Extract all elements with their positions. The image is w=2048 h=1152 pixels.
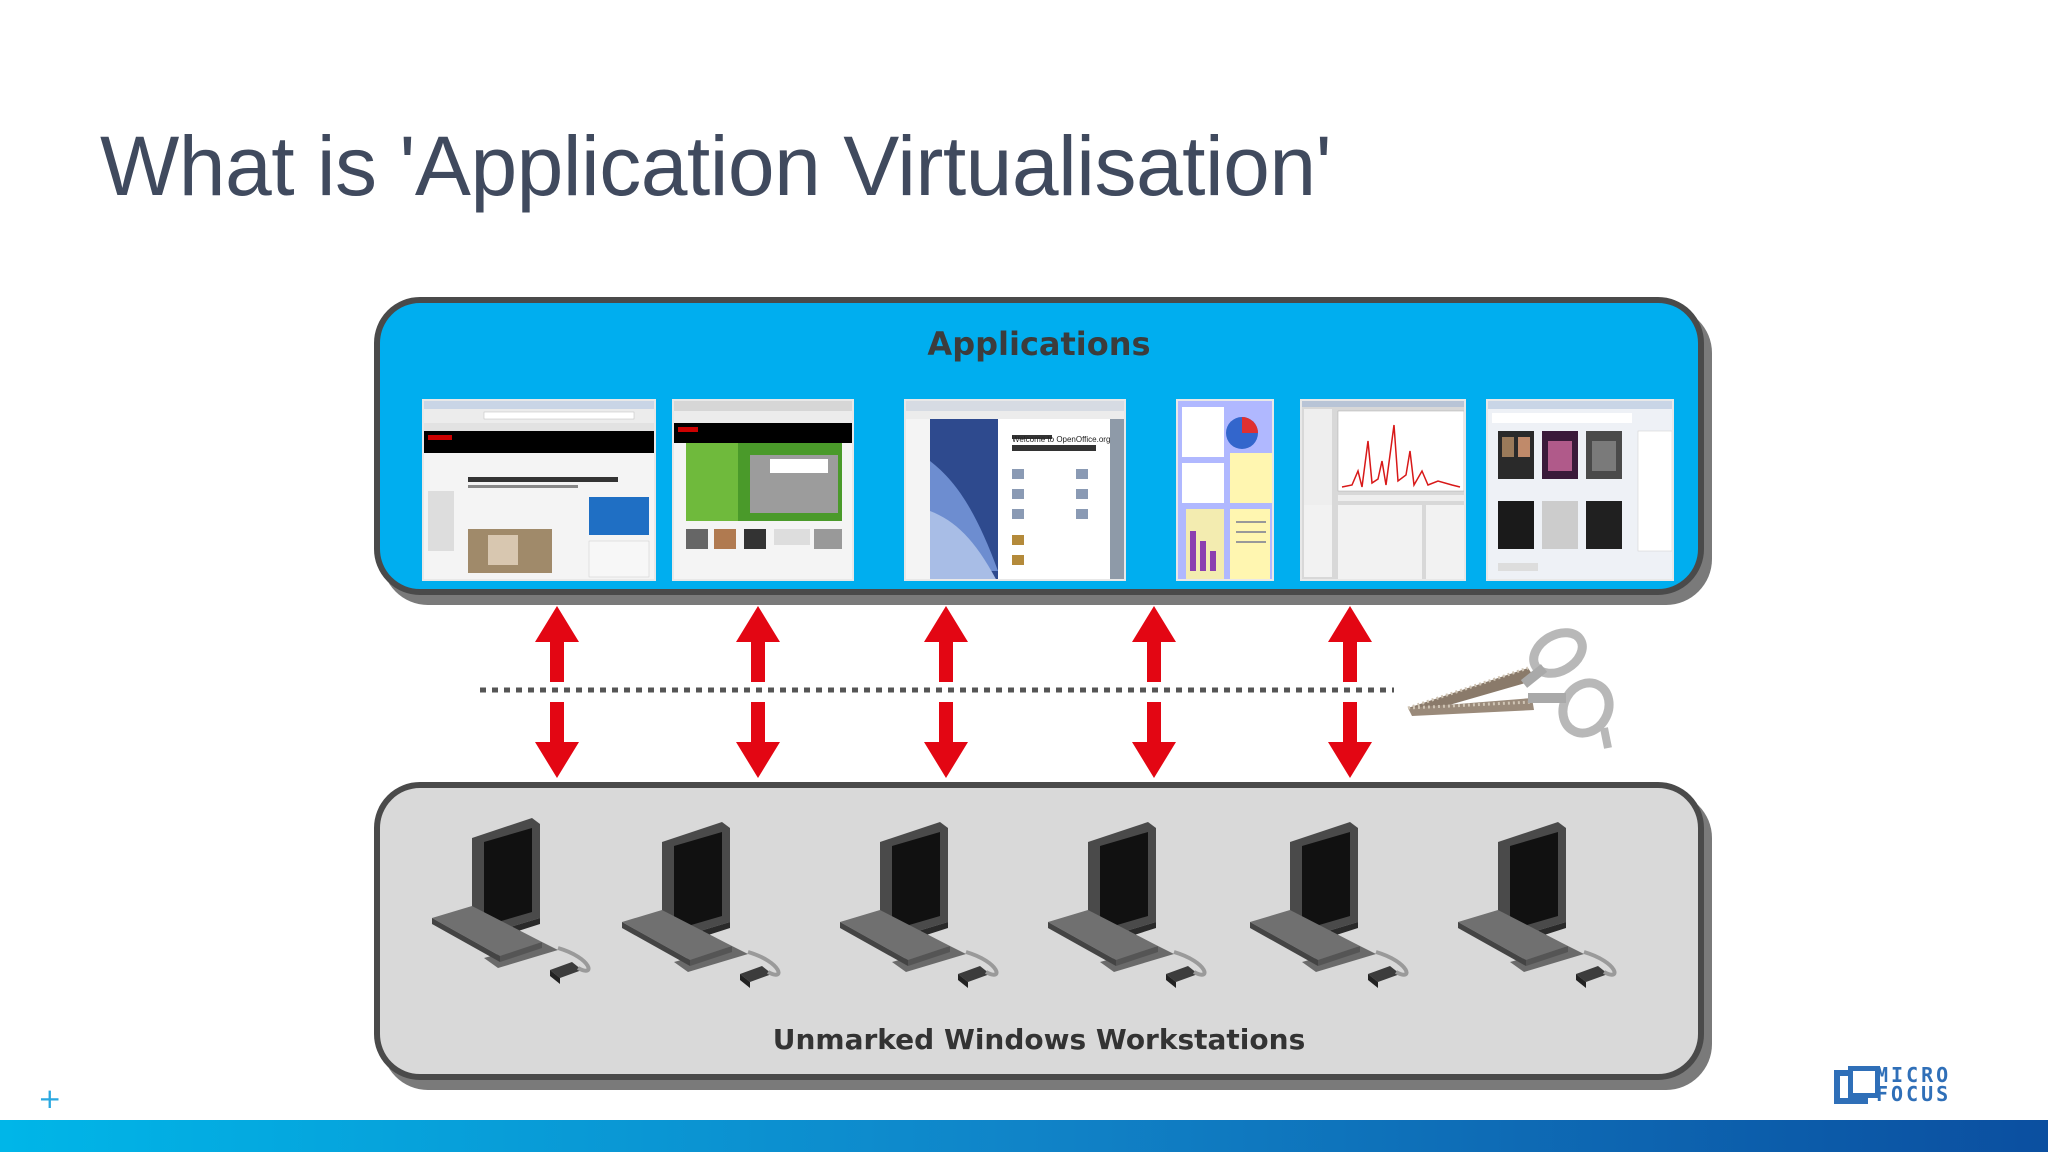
workstation-icon (1248, 820, 1409, 990)
workstation-icon (1046, 820, 1207, 990)
app-thumbnail-image-viewer[interactable] (1486, 399, 1674, 581)
workstation-row (430, 816, 1617, 990)
logo-text: MICRO FOCUS (1876, 1063, 1952, 1106)
plus-mark: + (38, 1082, 62, 1115)
app-thumbnail-openoffice[interactable]: Welcome to OpenOffice.org (904, 399, 1126, 581)
applications-label: Applications (927, 325, 1151, 363)
app-thumbnail-audio-analysis[interactable] (1300, 399, 1466, 581)
app-thumbnail-spreadsheet[interactable] (1176, 399, 1274, 581)
micro-focus-logo: MICRO FOCUS (1832, 1063, 1982, 1106)
image-viewer-thumbnail-icon (1488, 401, 1672, 579)
openoffice-welcome-text: Welcome to OpenOffice.org (1012, 435, 1111, 444)
browser-window-thumbnail-icon (674, 401, 852, 549)
workstations-box: Unmarked Windows Workstations (374, 782, 1704, 1080)
workstation-icon (620, 820, 781, 990)
audio-analysis-thumbnail-icon (1302, 401, 1464, 579)
logo-text-line1: MICRO (1876, 1063, 1952, 1087)
workstation-icon (838, 820, 999, 990)
workstations-label: Unmarked Windows Workstations (772, 1023, 1306, 1056)
slide-title: What is 'Application Virtualisation' (100, 119, 1332, 213)
browser-window-thumbnail-icon (424, 401, 654, 578)
logo-text-line2: FOCUS (1876, 1082, 1952, 1106)
spreadsheet-chart-thumbnail-icon (1178, 401, 1272, 579)
app-thumbnail-zenworks[interactable] (422, 399, 656, 581)
workstation-icon (430, 816, 591, 986)
workstation-icon (1456, 820, 1617, 990)
footer-bar (0, 1120, 2048, 1152)
scissors-icon (1407, 628, 1614, 749)
applications-box: Applications (374, 297, 1704, 595)
office-suite-thumbnail-icon (906, 401, 1124, 579)
app-thumbnail-tco[interactable] (672, 399, 854, 581)
logo-mark-icon (1834, 1066, 1880, 1104)
